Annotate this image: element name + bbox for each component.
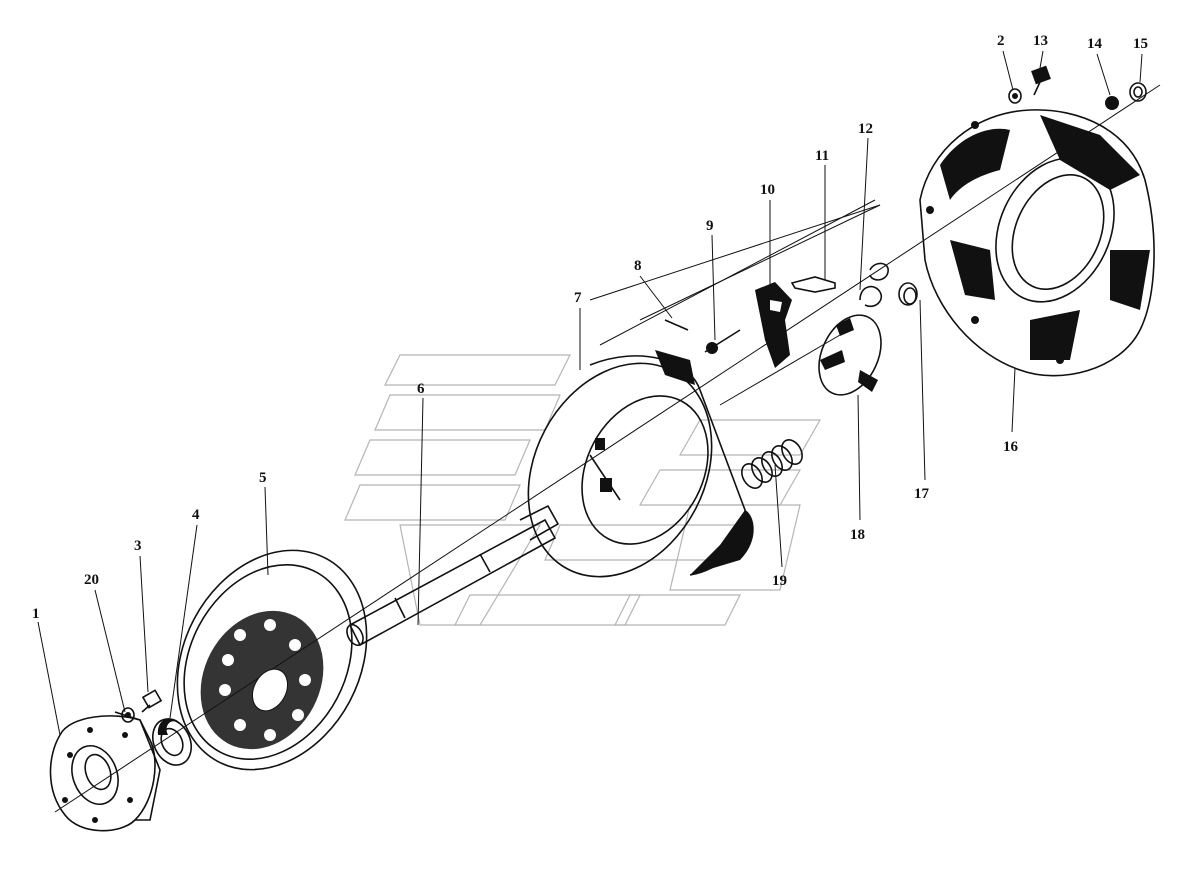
callout-10: 10	[760, 182, 775, 198]
part-7-pressure-ring	[527, 350, 754, 578]
callout-5: 5	[259, 470, 267, 486]
part-18-release-plate	[818, 314, 882, 396]
part-17-spring-ring	[898, 282, 918, 306]
callout-2: 2	[997, 33, 1005, 49]
callout-16: 16	[1003, 439, 1019, 455]
part-5-clutch-disc	[176, 549, 368, 771]
part-19-coil-spring	[741, 439, 803, 489]
callout-6: 6	[417, 381, 425, 397]
callout-15: 15	[1133, 36, 1148, 52]
part-9-adjusting-bolt	[704, 329, 741, 354]
part-16-clutch-cover	[919, 109, 1155, 377]
callout-13: 13	[1033, 33, 1048, 49]
part-2-washer	[1008, 88, 1022, 104]
callout-3: 3	[134, 538, 142, 554]
callout-8: 8	[634, 258, 642, 274]
callout-7: 7	[574, 290, 582, 306]
part-6-shaft	[346, 504, 560, 647]
callout-4: 4	[192, 507, 200, 523]
part-20-washer	[121, 707, 135, 723]
leader-lines	[37, 50, 1143, 736]
callout-14: 14	[1087, 36, 1103, 52]
part-4-bearing	[151, 718, 193, 766]
part-3-bolt	[141, 689, 163, 713]
part-10-release-lever	[755, 282, 792, 368]
part-13-bolt	[1031, 65, 1051, 96]
callout-9: 9	[706, 218, 714, 234]
callout-19: 19	[772, 573, 787, 589]
part-14-nut	[1105, 96, 1119, 110]
part-15-nut	[1129, 82, 1147, 102]
part-8-pin	[664, 319, 689, 331]
callout-1: 1	[32, 606, 40, 622]
part-1-flange-housing	[49, 711, 161, 832]
callout-labels: 1 20 3 4 5 6 7 8 9 10 11 12 2 13 14 15 1…	[32, 33, 1148, 622]
callout-11: 11	[815, 148, 829, 164]
callout-17: 17	[914, 486, 930, 502]
part-11-plate	[790, 276, 836, 293]
callout-12: 12	[858, 121, 873, 137]
callout-20: 20	[84, 572, 99, 588]
callout-18: 18	[850, 527, 865, 543]
part-12-spring	[859, 262, 889, 308]
